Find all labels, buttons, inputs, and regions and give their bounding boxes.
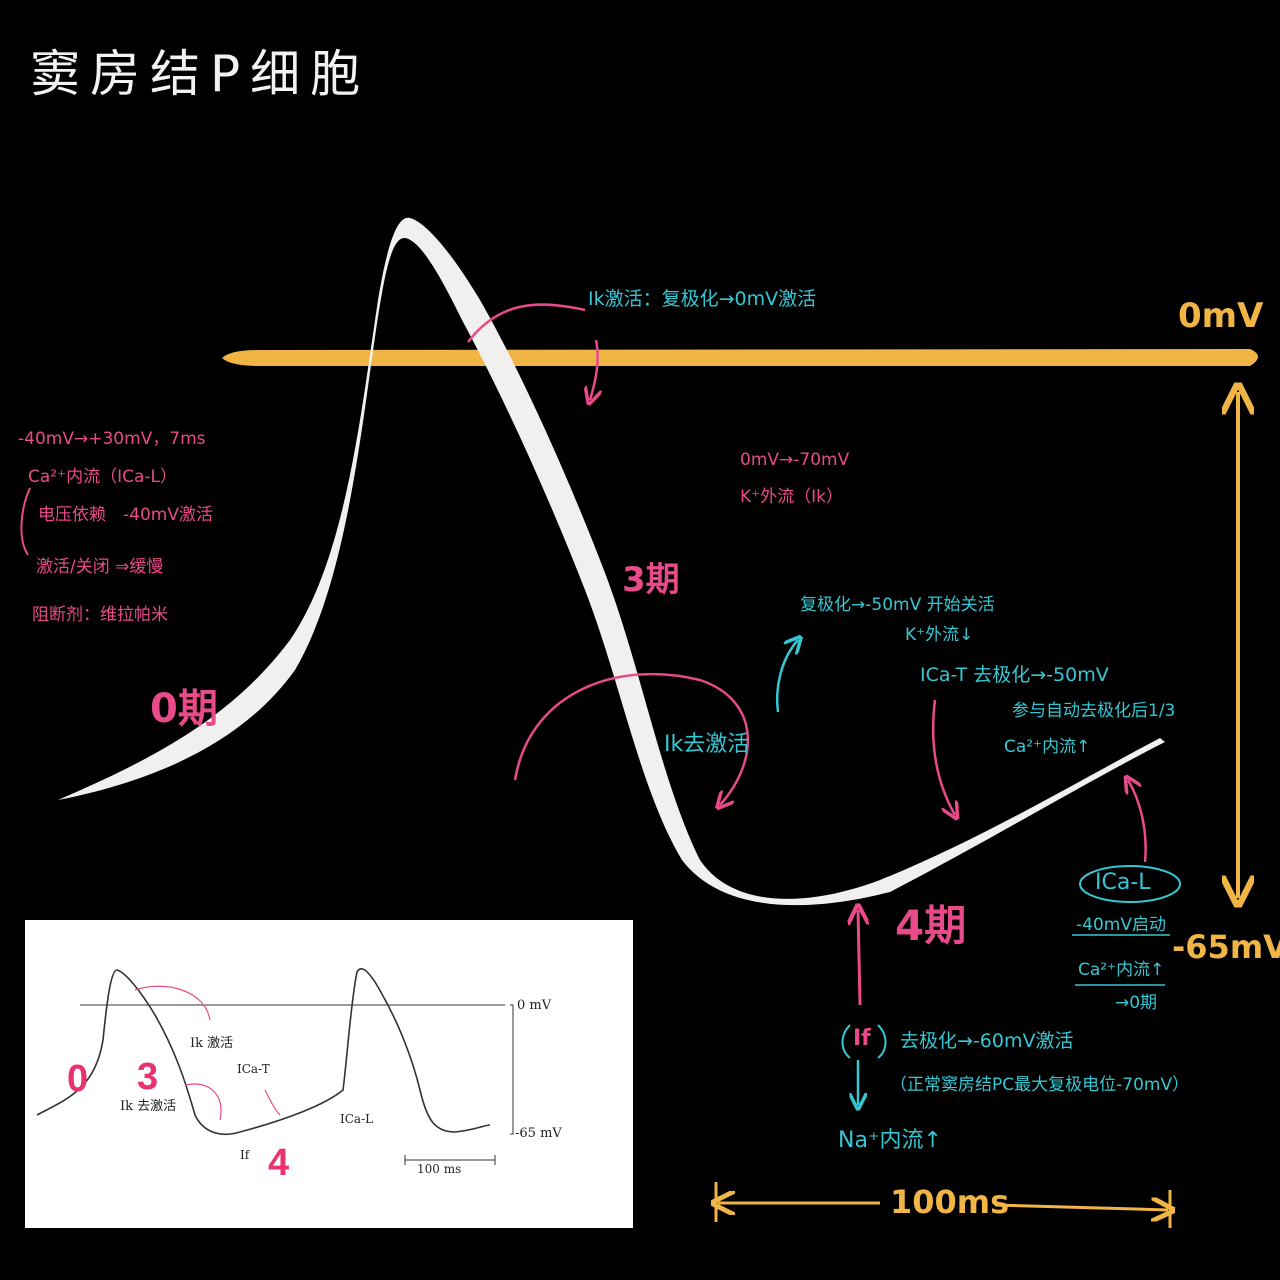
inset-minus65-mv: -65 mV	[515, 1126, 562, 1141]
inset-phase-0: 0	[67, 1058, 89, 1100]
phase0-note: 阻断剂：维拉帕米	[32, 605, 168, 625]
ical-note: Ca²⁺内流↑	[1078, 960, 1165, 980]
reference-figure-inset: 0 mV -65 mV 100 ms Ik 激活 Ik 去激活 ICa-T IC…	[25, 920, 633, 1228]
ical-arrow	[1128, 780, 1147, 863]
repol-arrow	[775, 640, 798, 713]
phase-0-label: 0期	[150, 686, 218, 732]
ik-activate-arc	[467, 303, 586, 343]
if-label: If	[853, 1026, 871, 1051]
phase0-note: 激活/关闭 ⇒缓慢	[36, 557, 164, 577]
phase3-note: 0mV→-70mV	[740, 450, 850, 470]
time-scale-label: 100ms	[890, 1183, 1010, 1221]
icat-note: 参与自动去极化后1/3	[1012, 701, 1176, 721]
ical-label: ICa-L	[1095, 870, 1151, 895]
if-note: Na⁺内流↑	[838, 1128, 942, 1153]
ik-deactivate-arc	[513, 672, 750, 805]
ical-note: -40mV启动	[1076, 915, 1166, 935]
repol-note: K⁺外流↓	[905, 625, 974, 645]
reference-curve	[36, 968, 514, 1165]
inset-ik-activate: Ik 激活	[190, 1036, 234, 1051]
inset-zero-mv: 0 mV	[517, 998, 552, 1013]
icat-arrow	[931, 699, 955, 815]
ical-note: →0期	[1115, 993, 1158, 1013]
phase-3-label: 3期	[622, 560, 680, 600]
ik-activate-arrow	[590, 339, 598, 400]
inset-time-bar: 100 ms	[417, 1162, 462, 1176]
page-title: 窦房结P细胞	[30, 45, 371, 103]
phase0-bracket	[20, 487, 31, 556]
action-potential-curve	[58, 217, 1165, 906]
inset-ica-l: ICa-L	[340, 1112, 374, 1126]
time-scale-arrow-right	[994, 1205, 1168, 1210]
phase0-note: 电压依赖 -40mV激活	[38, 505, 213, 525]
zero-mv-label: 0mV	[1178, 296, 1264, 336]
ical-circle	[1079, 865, 1181, 903]
icat-note: Ca²⁺内流↑	[1004, 737, 1091, 757]
minus65-mv-label: -65mV	[1172, 928, 1280, 966]
phase-4-label: 4期	[895, 901, 967, 950]
ik-activate-note: Ik激活：复极化→0mV激活	[588, 288, 817, 310]
repol-note: 复极化→-50mV 开始关活	[800, 595, 995, 615]
phase0-note: -40mV→+30mV，7ms	[18, 429, 206, 449]
if-arrow	[858, 910, 860, 1006]
if-note: 去极化→-60mV激活	[900, 1030, 1074, 1052]
inset-ica-t: ICa-T	[237, 1062, 270, 1076]
zero-mv-line	[222, 349, 1258, 366]
if-note: （正常窦房结PC最大复极电位-70mV）	[890, 1075, 1190, 1095]
inset-ik-deactivate: Ik 去激活	[120, 1099, 177, 1114]
inset-if: If	[240, 1148, 250, 1162]
ik-deactivate-label: Ik去激活	[664, 732, 750, 757]
phase3-note: K⁺外流（Ik）	[740, 487, 843, 507]
inset-phase-3: 3	[137, 1056, 159, 1098]
inset-phase-4: 4	[268, 1142, 290, 1184]
icat-note: ICa-T 去极化→-50mV	[920, 664, 1109, 686]
phase0-note: Ca²⁺内流（ICa-L）	[28, 467, 177, 487]
if-bracket	[841, 1024, 887, 1059]
